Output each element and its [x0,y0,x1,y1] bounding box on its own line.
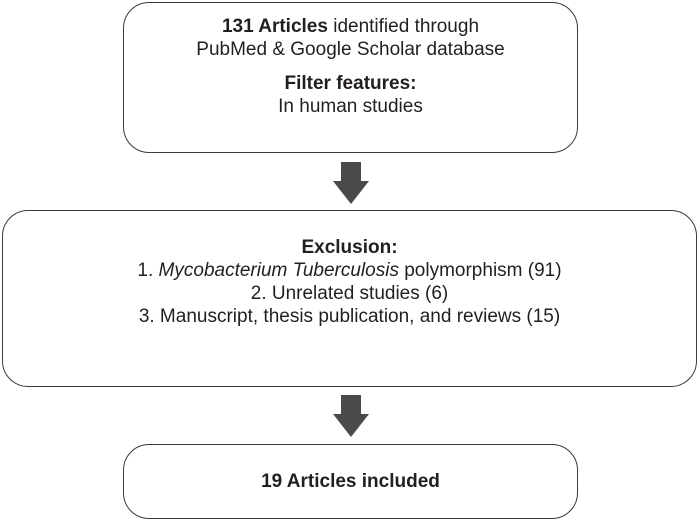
identification-line-1: 131 Articles identified through [222,15,479,38]
arrow-shape [333,395,369,437]
article-count: 131 Articles [221,16,328,37]
exclusion-box: Exclusion: 1. Mycobacterium Tuberculosis… [2,210,697,387]
identification-text: identified through [327,16,480,37]
arrow-shape [333,162,369,204]
included-articles: 19 Articles included [261,471,440,492]
filter-heading: Filter features: [284,73,417,94]
database-source: PubMed & Google Scholar database [196,39,505,60]
exclusion-item-1-number: 1. [137,260,159,281]
exclusion-item-1-text: polymorphism (91) [398,260,562,281]
inclusion-box: 19 Articles included [123,444,578,519]
exclusion-item-1-organism: Mycobacterium Tuberculosis [158,260,399,281]
exclusion-item-3: 3. Manuscript, thesis publication, and r… [138,306,561,327]
exclusion-item-1: 1. Mycobacterium Tuberculosis polymorphi… [137,259,561,282]
exclusion-heading: Exclusion: [301,237,398,258]
identification-box: 131 Articles identified through PubMed &… [123,2,578,153]
filter-value: In human studies [278,96,423,117]
down-arrow-icon [333,162,369,204]
exclusion-item-2: 2. Unrelated studies (6) [250,283,449,304]
down-arrow-icon [333,395,369,437]
